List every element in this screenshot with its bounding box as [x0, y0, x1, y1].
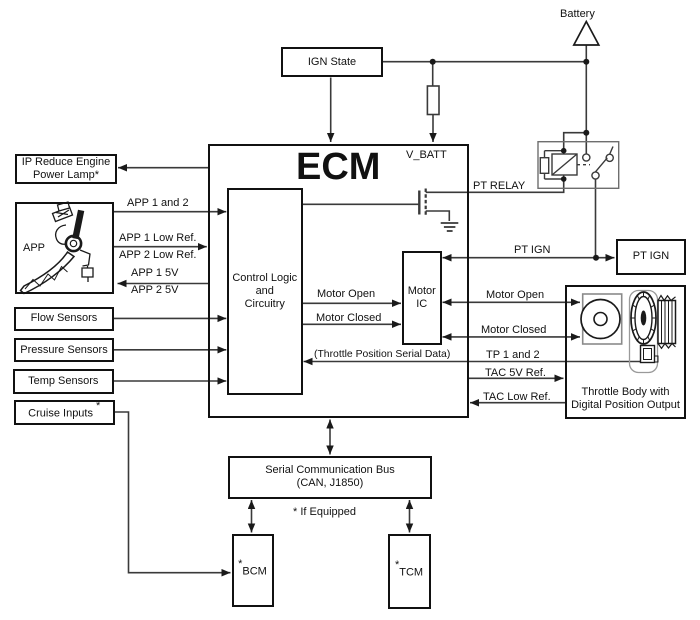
pedal-icon [19, 201, 94, 295]
motor-ic-line1: Motor [407, 284, 436, 297]
connector-icon [639, 344, 659, 364]
bcm-label: BCM [242, 566, 267, 579]
temp-sensors-box: Temp Sensors [13, 368, 114, 394]
ign-state-box: IGN State [281, 47, 383, 77]
ecm-box: ECM V_BATT [208, 143, 469, 418]
app-1-5v-label: APP 1 5V [131, 266, 179, 279]
control-logic-line1: Control Logic [232, 271, 298, 284]
cruise-inputs-star: * [96, 400, 101, 413]
flow-sensors-box: Flow Sensors [14, 306, 114, 331]
serial-bus-line1: Serial Communication Bus [265, 464, 395, 477]
motor-ic-line2: IC [416, 297, 428, 310]
throttle-body-box: Throttle Body with Digital Position Outp… [565, 285, 686, 419]
pressure-sensors-box: Pressure Sensors [14, 338, 114, 362]
junction-dot [583, 58, 590, 65]
motor-icon [580, 293, 623, 345]
pt-ign-box-label: PT IGN [632, 250, 670, 263]
wire-relay-coil-feed [562, 131, 587, 150]
transistor-icon [418, 188, 427, 217]
serial-bus-box: Serial Communication Bus (CAN, J1850) [228, 456, 432, 499]
tcm-star: * [394, 559, 400, 572]
serial-data-label: (Throttle Position Serial Data) [314, 348, 451, 360]
junction-dot [560, 176, 567, 182]
motor-ic-box: Motor IC [401, 250, 442, 345]
junction-dots [429, 58, 599, 261]
ip-lamp-box: IP Reduce Engine Power Lamp* [15, 154, 117, 184]
relay-icon [537, 140, 620, 189]
app-2-low-label: APP 2 Low Ref. [119, 249, 197, 261]
ecm-title: ECM [296, 145, 381, 188]
pt-relay-label: PT RELAY [473, 179, 526, 192]
ip-lamp-line1: IP Reduce Engine [21, 155, 111, 168]
junction-dot [560, 147, 567, 154]
control-logic-box: Control Logic and Circuitry [227, 187, 303, 395]
junction-dot [593, 254, 599, 261]
pt-ign-box: PT IGN [616, 239, 686, 275]
ip-lamp-line2: Power Lamp* [32, 168, 100, 181]
motor-open-out-label: Motor Open [486, 289, 545, 301]
wire-cruise-to-bcm [114, 411, 231, 577]
app-1-low-label: APP 1 Low Ref. [119, 232, 197, 244]
ign-state-label: IGN State [307, 55, 357, 68]
side-gear-icon [657, 294, 677, 350]
bcm-box: *BCM [231, 534, 274, 607]
junction-dot [429, 58, 436, 65]
motor-open-in-label: Motor Open [317, 288, 376, 300]
bcm-star: * [238, 558, 243, 571]
cruise-inputs-label: Cruise Inputs [28, 407, 93, 420]
cruise-inputs-box: Cruise Inputs * [14, 399, 115, 425]
junction-dot [583, 129, 590, 136]
battery-label: Battery [560, 8, 595, 20]
wire-pt-relay [425, 179, 565, 194]
temp-sensors-label: Temp Sensors [28, 374, 99, 387]
throttle-body-line1: Throttle Body with [581, 385, 670, 398]
wires [113, 45, 642, 577]
gear-icon [628, 289, 677, 374]
throttle-body-line2: Digital Position Output [571, 398, 680, 411]
ground-icon [440, 222, 459, 232]
motor-closed-out-label: Motor Closed [481, 324, 547, 336]
tcm-label: TCM [399, 567, 424, 580]
motor-closed-in-label: Motor Closed [316, 312, 382, 324]
wire-driver-source [425, 210, 451, 221]
fuse-icon [426, 85, 440, 116]
app-label: APP [23, 241, 46, 254]
tac-5v-label: TAC 5V Ref. [485, 366, 546, 379]
tac-low-label: TAC Low Ref. [483, 390, 551, 403]
serial-bus-line2: (CAN, J1850) [296, 477, 364, 490]
flow-sensors-label: Flow Sensors [30, 312, 98, 325]
pressure-sensors-label: Pressure Sensors [20, 343, 108, 356]
control-logic-line2: and [255, 284, 274, 297]
app-box: APP [15, 202, 114, 294]
app-1-and-2-label: APP 1 and 2 [127, 197, 189, 209]
tcm-box: *TCM [387, 534, 431, 609]
tp-1-and-2-label: TP 1 and 2 [486, 349, 540, 361]
if-equipped-label: * If Equipped [293, 505, 356, 518]
app-2-5v-label: APP 2 5V [131, 283, 179, 296]
control-logic-line3: Circuitry [244, 297, 285, 310]
battery-feed-icon [572, 19, 601, 46]
vbatt-label: V_BATT [406, 149, 447, 161]
pt-ign-wire-label: PT IGN [514, 244, 551, 256]
